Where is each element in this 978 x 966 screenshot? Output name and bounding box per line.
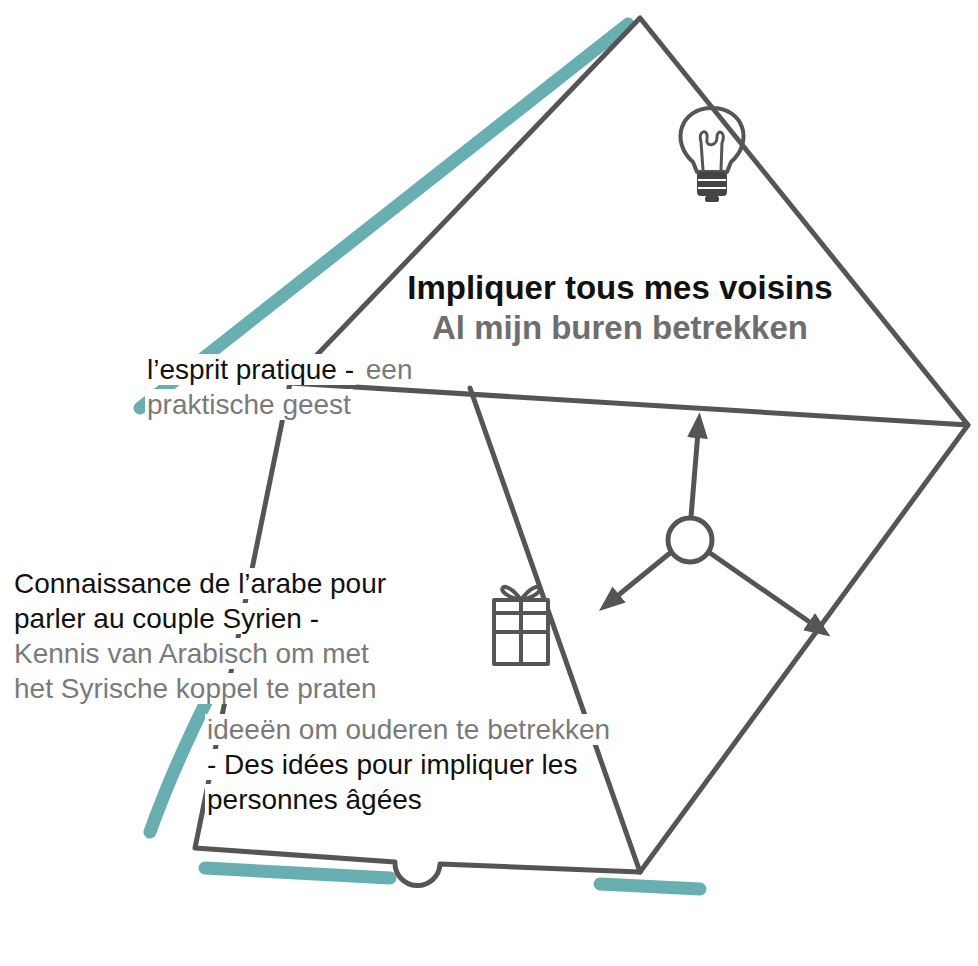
note-row: ideeën om ouderen te betrekken — [205, 712, 635, 747]
bulb-glass — [680, 108, 743, 172]
teal-shading — [140, 24, 700, 889]
note-text: - Des idées pour impliquer les personnes… — [205, 749, 579, 815]
hub-arrow — [605, 553, 670, 606]
gift-bow — [502, 587, 539, 600]
teal-stroke — [205, 868, 390, 878]
note-text: l’esprit pratique - — [145, 354, 356, 385]
title-block: Impliquer tous mes voisinsAl mijn buren … — [288, 268, 952, 347]
gift-ribbon — [494, 600, 548, 664]
body-right-edge — [640, 425, 968, 872]
house-body — [195, 383, 968, 886]
bulb-thread — [698, 180, 726, 188]
note-block: Connaissance de l’arabe pour parler au c… — [12, 566, 407, 706]
hub-symbol — [605, 420, 824, 632]
lightbulb-icon — [680, 108, 743, 202]
hub-arrow — [710, 553, 824, 632]
inner-triangle-edge — [470, 388, 640, 872]
bulb-tip — [705, 196, 719, 202]
note-text: ideeën om ouderen te betrekken — [205, 714, 612, 745]
title-line: Al mijn buren betrekken — [288, 308, 952, 348]
bulb-filament — [700, 132, 723, 170]
note-block: ideeën om ouderen te betrekken - Des idée… — [205, 712, 635, 817]
title-line: Impliquer tous mes voisins — [288, 268, 952, 308]
teal-stroke — [140, 24, 628, 408]
body-outline — [195, 383, 640, 886]
hub-arrow — [691, 420, 699, 517]
subheading-text: Al mijn buren betrekken — [430, 309, 810, 346]
note-row: Kennis van Arabisch om met het Syrische … — [12, 636, 407, 706]
note-block: l’esprit pratique - een praktische geest — [145, 352, 435, 422]
bulb-base — [697, 172, 727, 196]
teal-stroke — [600, 884, 700, 889]
note-text: Kennis van Arabisch om met het Syrische … — [12, 638, 379, 704]
gift-icon — [494, 587, 548, 664]
note-row: - Des idées pour impliquer les personnes… — [205, 747, 635, 817]
hub-circle — [668, 518, 712, 562]
gift-box — [494, 600, 548, 664]
note-text: Connaissance de l’arabe pour parler au c… — [12, 568, 388, 634]
heading-text: Impliquer tous mes voisins — [405, 269, 834, 306]
note-row: Connaissance de l’arabe pour parler au c… — [12, 566, 407, 636]
